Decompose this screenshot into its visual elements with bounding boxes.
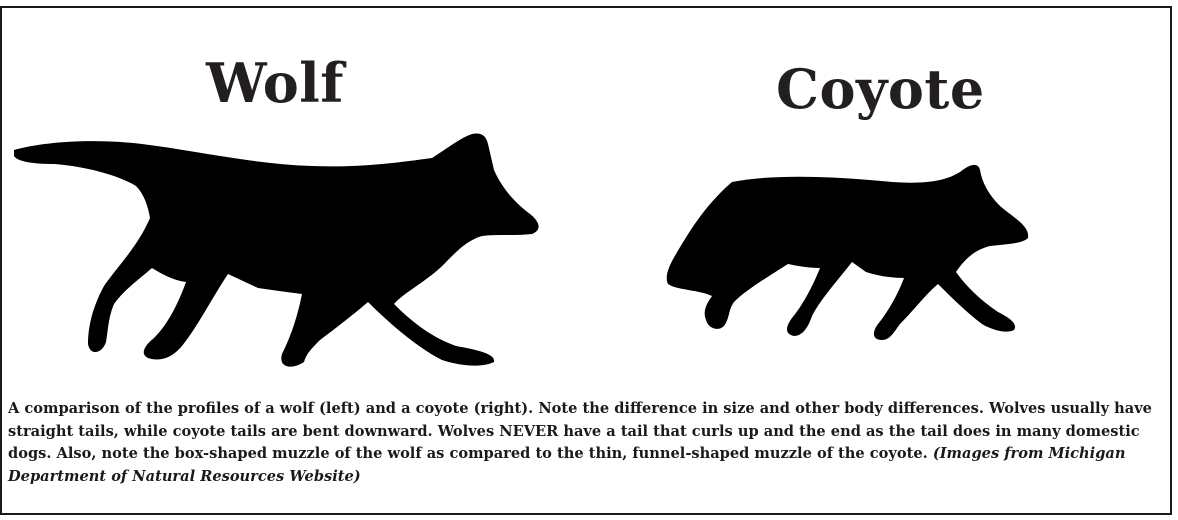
- wolf-silhouette-image: [2, 122, 547, 372]
- wolf-panel: Wolf: [2, 8, 562, 388]
- coyote-silhouette-image: [662, 160, 1032, 350]
- wolf-title: Wolf: [206, 56, 344, 110]
- coyote-panel: Coyote: [602, 8, 1172, 388]
- coyote-title: Coyote: [776, 62, 985, 116]
- figure-frame: Wolf Coyote A comparison of the profiles…: [0, 6, 1172, 515]
- figure-caption: A comparison of the profiles of a wolf (…: [8, 398, 1168, 488]
